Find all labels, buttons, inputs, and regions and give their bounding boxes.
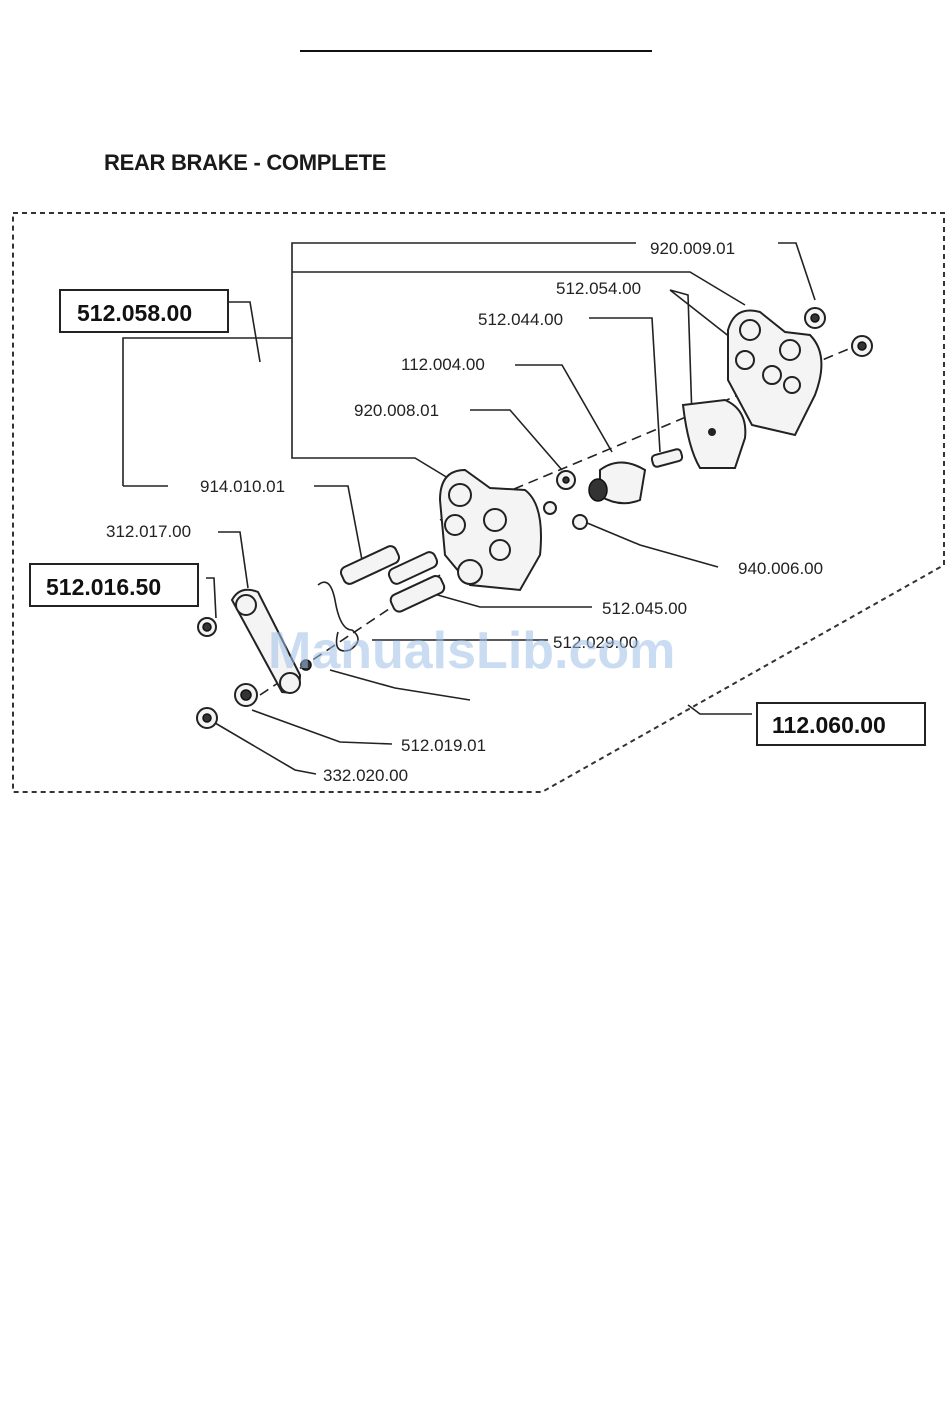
- boxed-code-112-060-00: 112.060.00: [757, 703, 925, 745]
- label-920-009-01: 920.009.01: [650, 239, 735, 258]
- rear-caliper-body: [440, 470, 541, 590]
- piston-and-pin: [589, 448, 683, 503]
- svg-text:112.060.00: 112.060.00: [772, 712, 886, 738]
- label-312-017-00: 312.017.00: [106, 522, 191, 541]
- label-914-010-01: 914.010.01: [200, 477, 285, 496]
- label-512-054-00: 512.054.00: [556, 279, 641, 298]
- watermark: ManualsLib.com: [268, 622, 675, 680]
- boxed-code-512-016-50: 512.016.50: [30, 564, 198, 606]
- caliper-bolts: [339, 544, 446, 613]
- svg-text:512.058.00: 512.058.00: [77, 300, 192, 326]
- brake-pad: [683, 400, 745, 468]
- label-512-019-01: 512.019.01: [401, 736, 486, 755]
- boxed-code-512-058-00: 512.058.00: [60, 290, 228, 332]
- svg-text:512.016.50: 512.016.50: [46, 574, 161, 600]
- label-112-004-00: 112.004.00: [401, 355, 485, 374]
- label-332-020-00: 332.020.00: [323, 766, 408, 785]
- label-512-045-00: 512.045.00: [602, 599, 687, 618]
- label-920-008-01: 920.008.01: [354, 401, 439, 420]
- label-940-006-00: 940.006.00: [738, 559, 823, 578]
- label-512-044-00: 512.044.00: [478, 310, 563, 329]
